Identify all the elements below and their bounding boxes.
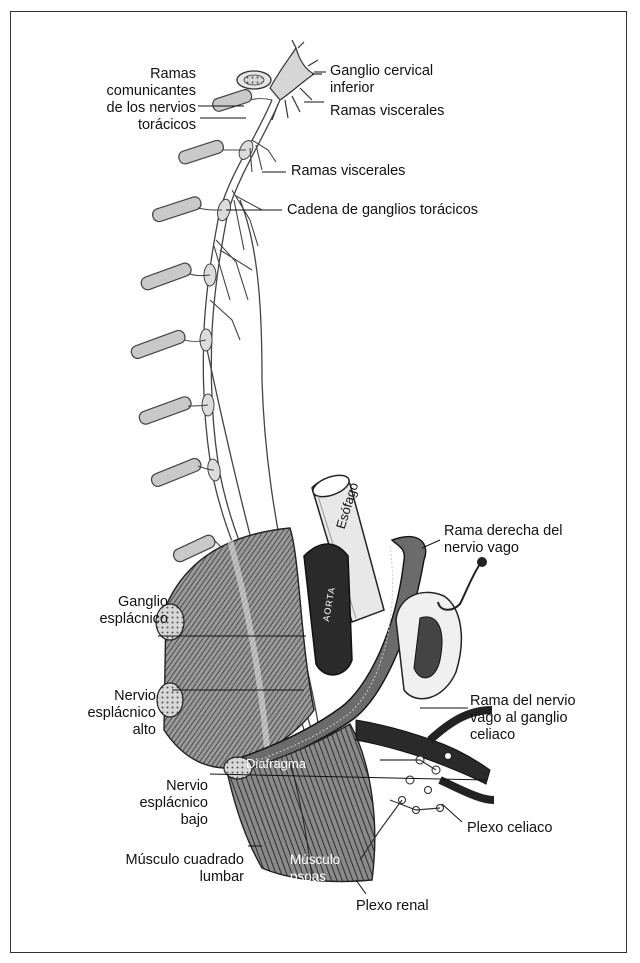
vagus-hook	[437, 557, 487, 611]
label-ramas-viscerales-1: Ramas viscerales	[330, 103, 445, 119]
label-ramas-comunicantes: Ramas comunicantes de los nervios toráci…	[106, 66, 196, 133]
aorta-shape	[303, 543, 353, 676]
visceral-branches	[209, 139, 277, 341]
celiac-plexus	[355, 706, 495, 861]
label-plexo-renal: Plexo renal	[356, 898, 429, 914]
label-ganglio-esplacnico: Ganglio esplácnico	[99, 594, 168, 627]
label-nervio-esplacnico-bajo: Nervio esplácnico bajo	[139, 778, 208, 828]
label-ramas-viscerales-2: Ramas viscerales	[291, 163, 406, 179]
label-musculo-cuadrado: Músculo cuadrado lumbar	[125, 852, 245, 885]
label-rama-vago-ganglio: Rama del nervio vago al ganglio celiaco	[470, 693, 576, 743]
label-rama-derecha-vago: Rama derecha del nervio vago	[444, 523, 563, 556]
label-cadena-ganglios: Cadena de ganglios torácicos	[287, 202, 479, 218]
rami-communicantes	[183, 97, 273, 565]
ganglio-cervical-shape	[236, 39, 322, 121]
leader-lines	[158, 71, 487, 895]
thoracic-wall	[155, 527, 315, 769]
label-nervio-esplacnico-alto: Nervio esplácnico alto	[87, 688, 156, 738]
label-musculo-psoas: Músculo psoas	[290, 852, 341, 884]
label-diafragma: Diafragma	[246, 756, 306, 771]
label-ganglio-cervical: Ganglio cervical inferior	[330, 63, 434, 96]
stomach-shape	[395, 591, 463, 700]
lower-muscles	[223, 723, 376, 883]
label-plexo-celiaco: Plexo celiaco	[467, 820, 553, 836]
